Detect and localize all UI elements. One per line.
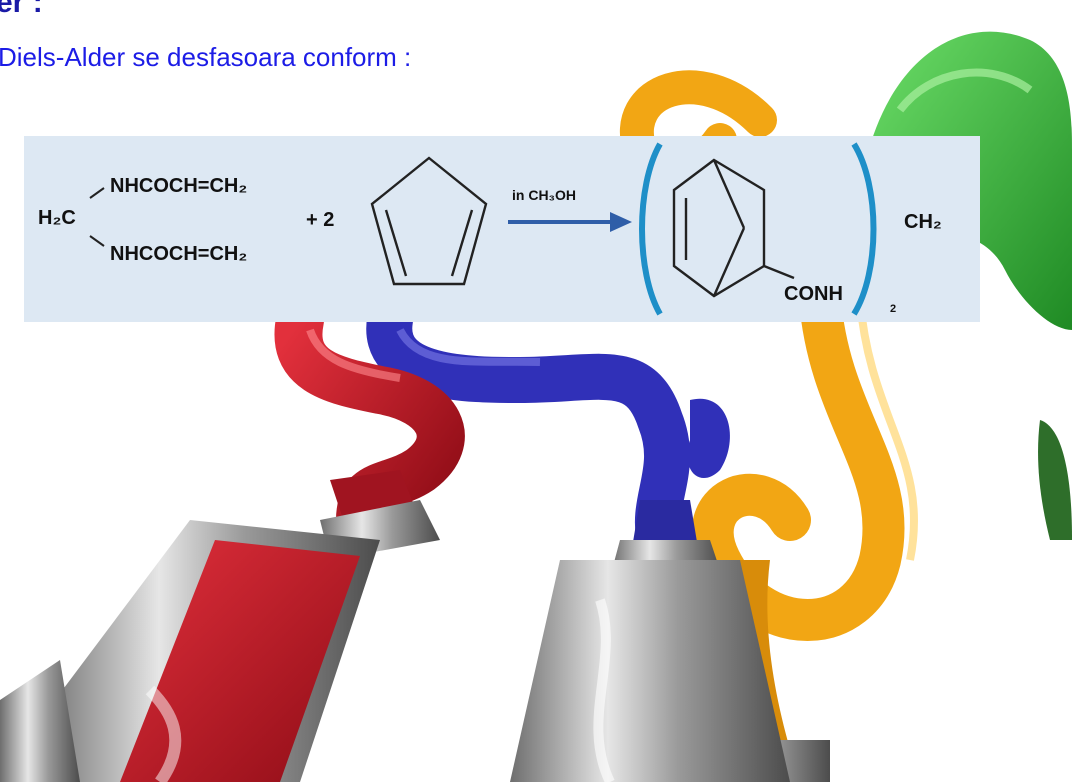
product-subscript-label: 2 (890, 303, 896, 315)
product-tail-label: CH₂ (904, 211, 942, 233)
reaction-arrow (508, 212, 632, 232)
product-group-label: CONH (784, 283, 843, 305)
cyclopentadiene-structure (370, 156, 488, 286)
substituent-bottom-label: NHCOCH=CH₂ (110, 243, 247, 265)
reactant-core-label: H₂C (38, 207, 76, 229)
coefficient-label: + 2 (306, 209, 334, 231)
page-heading: er : (0, 0, 43, 19)
norbornene-structure (672, 158, 795, 298)
right-bracket (851, 142, 877, 316)
arrow-condition-label: in CH₃OH (512, 187, 576, 203)
reaction-scheme: H₂C NHCOCH=CH₂ NHCOCH=CH₂ + 2 in CH₃OH C… (24, 136, 980, 322)
intro-text: Diels-Alder se desfasoara conform : (0, 42, 412, 72)
bond-top (89, 187, 105, 199)
blue-paint (366, 297, 790, 782)
red-paint (0, 296, 465, 782)
bond-bottom (89, 235, 105, 247)
substituent-top-label: NHCOCH=CH₂ (110, 175, 247, 197)
left-bracket (639, 142, 663, 316)
